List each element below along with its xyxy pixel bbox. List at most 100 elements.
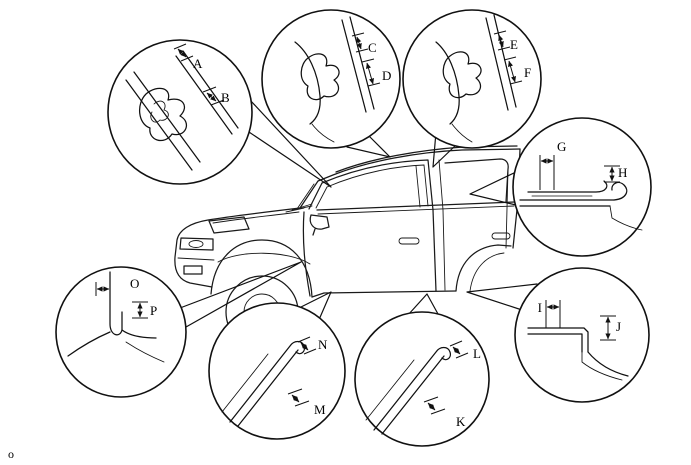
seal-diagonal-inner: [381, 355, 445, 435]
callout-circle-ef: [402, 9, 542, 149]
frame-line: [294, 41, 321, 125]
rear-door-leading-edge: [438, 159, 446, 291]
dim-n: N: [297, 336, 328, 355]
car-illustration: [174, 145, 521, 349]
seal-diagonal-inner: [237, 349, 299, 427]
callout-ef: E F: [402, 9, 542, 149]
sash-lines: [125, 71, 201, 171]
callout-tail-ab: [245, 99, 332, 188]
frame-line: [435, 41, 460, 125]
dim-arrow: [300, 342, 309, 351]
door-handle-rear: [491, 232, 511, 240]
callout-op: O P: [55, 266, 187, 398]
right-panel: [125, 341, 165, 363]
front-window-division: [415, 165, 421, 208]
dim-arrow: [206, 92, 217, 102]
dim-label-n: N: [318, 337, 328, 352]
dim-label-h: H: [618, 165, 627, 180]
rear-wheel-arch: [455, 244, 512, 292]
dim-label-c: C: [368, 40, 377, 55]
dim-p: P: [132, 301, 157, 319]
right-flange: [121, 329, 157, 339]
seal-section-kl: [365, 346, 452, 435]
callout-ij: I J: [514, 267, 650, 403]
dim-ticks: [132, 301, 148, 319]
dim-ticks: [202, 86, 225, 106]
callout-tails: [179, 99, 538, 328]
dim-l: L: [449, 340, 481, 361]
callout-mn: N M: [208, 302, 346, 440]
dim-label-k: K: [456, 414, 466, 429]
dim-arrow: [508, 60, 516, 83]
dim-label-g: G: [557, 139, 566, 154]
dim-k: K: [423, 396, 466, 429]
rear-door-trailing-edge: [505, 168, 509, 249]
left-panel: [67, 331, 111, 357]
dim-label-l: L: [473, 346, 481, 361]
dim-ticks: [95, 282, 111, 296]
seal-profile-inner: [150, 100, 169, 123]
seal-profile: [139, 87, 188, 142]
side-mirror: [309, 214, 330, 236]
seal-section-ef: [435, 14, 517, 143]
callout-tail-op: [179, 261, 302, 328]
beltline: [316, 201, 516, 211]
dim-o: O: [95, 276, 139, 296]
beltline-lower: [317, 205, 515, 215]
seal-section-cd: [294, 16, 375, 143]
grille: [179, 237, 214, 251]
dim-label-o: O: [130, 276, 139, 291]
emblem: [188, 240, 204, 248]
front-door-window-inner: [315, 164, 429, 209]
callout-tail-gh: [469, 171, 517, 206]
panel-diagonal: [365, 359, 415, 421]
dim-arrow: [498, 34, 504, 48]
callout-cd: C D: [261, 9, 401, 149]
dim-label-i: I: [538, 300, 542, 315]
dim-ticks: [503, 56, 523, 85]
dim-ticks: [287, 388, 310, 407]
frame-leg: [451, 123, 473, 143]
dim-ticks: [493, 30, 511, 51]
dim-ticks: [545, 300, 561, 314]
panel-diagonal: [221, 353, 269, 413]
callout-circle-gh: [512, 117, 652, 257]
dim-g: G: [539, 139, 566, 190]
dim-label-d: D: [382, 68, 391, 83]
dim-label-a: A: [193, 56, 203, 71]
roof-rail: [335, 145, 518, 173]
bumper-line: [177, 257, 215, 261]
dim-arrow: [452, 346, 461, 355]
seal-diagonal-outer: [373, 346, 452, 431]
callout-tail-mn: [296, 291, 332, 323]
callout-tail-kl: [407, 293, 439, 316]
seal-profile: [300, 53, 340, 101]
callout-gh: G H: [512, 117, 652, 257]
panel-step-outer: [527, 327, 589, 353]
dim-label-e: E: [510, 37, 518, 52]
dim-ticks: [539, 155, 555, 167]
rocker-line: [311, 290, 457, 298]
hood-crease: [212, 211, 300, 224]
dim-i: I: [538, 300, 561, 328]
molding-lip: [527, 180, 608, 193]
dim-label-j: J: [616, 319, 621, 334]
dim-c: C: [351, 32, 377, 55]
seal-section-ij: [527, 327, 629, 381]
callout-kl: L K: [354, 311, 490, 447]
dim-extension: [539, 167, 555, 190]
front-wheel-arch: [210, 239, 313, 298]
callout-circle-cd: [261, 9, 401, 149]
car-body-outline: [174, 148, 521, 288]
dim-ticks: [449, 340, 469, 359]
dim-arrow: [427, 402, 436, 411]
footer-mark: o: [8, 447, 14, 461]
panel-step-inner: [527, 333, 583, 353]
dim-ticks: [600, 315, 616, 341]
flange-diagonal-outer: [587, 351, 629, 377]
dim-arrow: [356, 36, 362, 50]
dim-h: H: [604, 165, 627, 183]
dim-ticks: [173, 43, 194, 62]
b-pillar: [432, 209, 437, 292]
